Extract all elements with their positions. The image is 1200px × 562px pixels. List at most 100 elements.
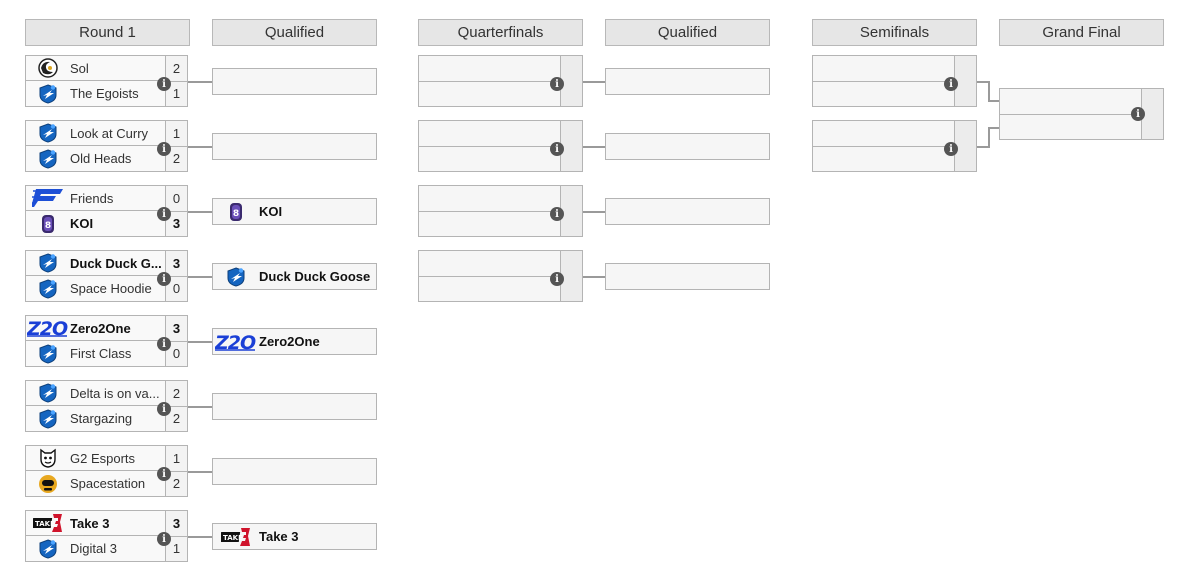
- connector-line: [583, 146, 606, 148]
- qualified-slot[interactable]: [605, 263, 770, 290]
- match-info-icon[interactable]: i: [157, 337, 171, 351]
- team-row[interactable]: The Egoists: [26, 81, 167, 106]
- rocket-league-logo-icon: [26, 341, 70, 366]
- team-name: Take 3: [70, 515, 110, 531]
- team-row[interactable]: Old Heads: [26, 146, 167, 171]
- team-row[interactable]: Look at Curry: [26, 121, 167, 146]
- koi-logo-icon: 8: [213, 199, 259, 224]
- qualified-slot[interactable]: [212, 68, 377, 95]
- team-row[interactable]: TAKE Take 3: [26, 511, 167, 536]
- team-score: 3: [166, 316, 187, 342]
- match-divider: [419, 81, 582, 82]
- qualified-slot[interactable]: [605, 68, 770, 95]
- rocket-league-logo-icon: [26, 251, 70, 276]
- header-round-1: Round 1: [25, 19, 190, 46]
- qualified-slot[interactable]: TAKE Take 3: [212, 523, 377, 550]
- z2o-logo-icon: Z2O: [213, 329, 259, 354]
- team-score: 1: [172, 86, 181, 101]
- connector-line: [188, 276, 213, 278]
- qualified-slot[interactable]: [212, 133, 377, 160]
- team-row[interactable]: Spacestation: [26, 471, 167, 496]
- match-divider: [813, 146, 976, 147]
- match-info-icon[interactable]: i: [157, 467, 171, 481]
- match-info-icon[interactable]: i: [157, 272, 171, 286]
- team-name: Stargazing: [70, 411, 133, 426]
- match-info-icon[interactable]: i: [157, 142, 171, 156]
- team-name: Space Hoodie: [70, 281, 152, 296]
- connector-line: [988, 127, 1000, 129]
- connector-line: [988, 127, 990, 148]
- team-score: 3: [166, 251, 187, 277]
- connector-line: [188, 211, 213, 213]
- qualified-slot[interactable]: [605, 198, 770, 225]
- match-info-icon[interactable]: i: [157, 77, 171, 91]
- team-row[interactable]: Sol: [26, 56, 167, 81]
- team-row[interactable]: Friends: [26, 186, 167, 211]
- match-info-icon[interactable]: i: [944, 77, 958, 91]
- qualified-slot[interactable]: [212, 393, 377, 420]
- rocket-league-logo-icon: [26, 381, 70, 406]
- rocket-league-logo-icon: [26, 406, 70, 431]
- match-divider: [813, 81, 976, 82]
- connector-line: [988, 100, 1000, 102]
- rocket-league-logo-icon: [213, 264, 259, 289]
- connector-line: [583, 276, 606, 278]
- qualified-slot[interactable]: Duck Duck Goose: [212, 263, 377, 290]
- qualified-team-name: Duck Duck Goose: [259, 269, 371, 284]
- match-divider: [1000, 114, 1163, 115]
- match-info-icon[interactable]: i: [157, 532, 171, 546]
- rocket-league-logo-icon: [26, 81, 70, 106]
- qualified-slot[interactable]: [605, 133, 770, 160]
- match-info-icon[interactable]: i: [944, 142, 958, 156]
- team-name: First Class: [70, 346, 132, 361]
- match-info-icon[interactable]: i: [157, 402, 171, 416]
- team-score: 2: [172, 151, 181, 166]
- team-name: Old Heads: [70, 151, 132, 166]
- match-divider: [419, 276, 582, 277]
- team-row[interactable]: Delta is on va...: [26, 381, 167, 406]
- team-row[interactable]: Digital 3: [26, 536, 167, 561]
- team-score: 3: [166, 511, 187, 537]
- team-score: 2: [172, 411, 181, 426]
- rocket-league-logo-icon: [26, 276, 70, 301]
- team-row[interactable]: Duck Duck G...: [26, 251, 167, 276]
- qualified-team-name: Take 3: [259, 529, 299, 544]
- connector-line: [583, 81, 606, 83]
- team-row[interactable]: Stargazing: [26, 406, 167, 431]
- match-info-icon[interactable]: i: [550, 77, 564, 91]
- team-name: KOI: [70, 216, 94, 231]
- team-row[interactable]: Space Hoodie: [26, 276, 167, 301]
- take3-logo-icon: TAKE: [26, 511, 70, 536]
- match-info-icon[interactable]: i: [1131, 107, 1145, 121]
- friends-logo-icon: [26, 186, 70, 211]
- team-row[interactable]: G2 Esports: [26, 446, 167, 471]
- z2o-logo-icon: Z2O: [26, 316, 70, 341]
- match-info-icon[interactable]: i: [550, 207, 564, 221]
- team-row[interactable]: First Class: [26, 341, 167, 366]
- match-divider: [419, 146, 582, 147]
- match-info-icon[interactable]: i: [550, 142, 564, 156]
- connector-line: [977, 146, 989, 148]
- match-info-icon[interactable]: i: [157, 207, 171, 221]
- qualified-team-name: KOI: [259, 204, 283, 219]
- match-info-icon[interactable]: i: [550, 272, 564, 286]
- header-semifinals: Semifinals: [812, 19, 977, 46]
- qualified-slot[interactable]: [212, 458, 377, 485]
- svg-text:Z2O: Z2O: [215, 332, 256, 352]
- header-qualified-1: Qualified: [212, 19, 377, 46]
- header-quarterfinals: Quarterfinals: [418, 19, 583, 46]
- team-name: Digital 3: [70, 541, 117, 556]
- koi-logo-icon: 8: [26, 211, 70, 236]
- spacestation-logo-icon: [26, 471, 70, 496]
- team-score: 0: [166, 186, 187, 212]
- svg-text:TAKE: TAKE: [223, 534, 243, 542]
- connector-line: [583, 211, 606, 213]
- svg-text:TAKE: TAKE: [35, 520, 55, 528]
